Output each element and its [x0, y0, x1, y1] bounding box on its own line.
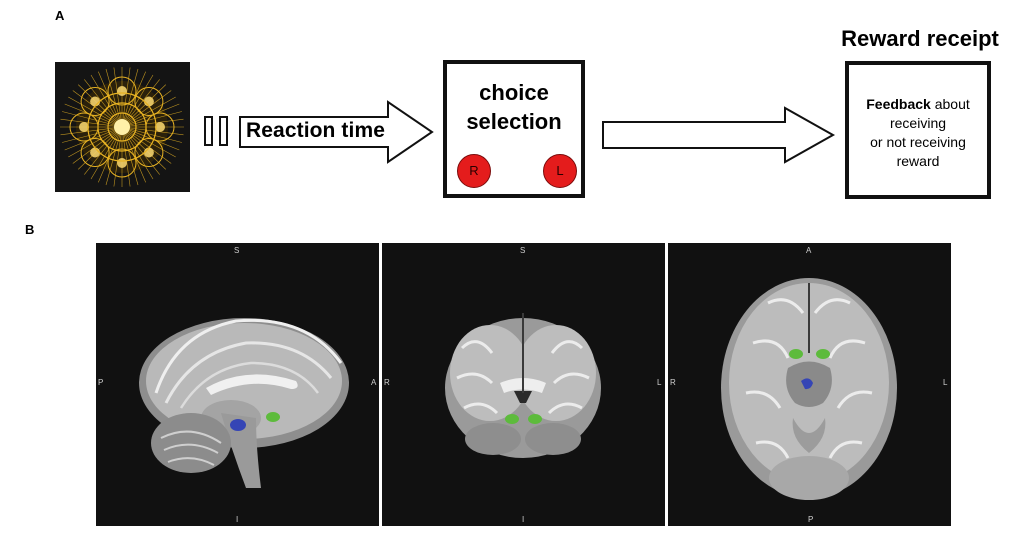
sagittal-top-label: S [234, 246, 240, 255]
reaction-time-arrow [239, 100, 434, 164]
reaction-time-label: Reaction time [246, 119, 385, 142]
choice-selection-box: choice selection R L [443, 60, 585, 198]
feedback-arrow [602, 106, 836, 164]
axial-top-label: A [806, 246, 812, 255]
rt-bar-2 [219, 116, 228, 146]
axial-right-label: L [943, 378, 948, 387]
right-response-button: R [457, 154, 491, 188]
feedback-bold: Feedback [866, 96, 931, 112]
coronal-right-label: L [657, 378, 662, 387]
axial-left-label: R [670, 378, 676, 387]
sagittal-right-label: A [371, 378, 377, 387]
reward-receipt-title: Reward receipt [841, 26, 999, 51]
sagittal-left-label: P [98, 378, 104, 387]
coronal-bottom-label: I [522, 515, 525, 524]
reaction-time-bars [204, 116, 234, 148]
panel-b-letter: B [25, 222, 35, 237]
coronal-top-label: S [520, 246, 526, 255]
feedback-text: Feedback about receiving or not receivin… [851, 95, 985, 171]
choice-title-line1: choice [479, 80, 549, 105]
feedback-rest: about [930, 96, 970, 112]
choice-title-line2: selection [466, 109, 562, 134]
rt-bar-1 [204, 116, 213, 146]
mri-sagittal-view: S I P A [96, 243, 379, 526]
sagittal-bottom-label: I [236, 515, 239, 524]
axial-bottom-label: P [808, 515, 814, 524]
left-response-button: L [543, 154, 577, 188]
coronal-brain-image [445, 313, 601, 458]
feedback-line2: receiving [889, 115, 947, 131]
sagittal-brain-image [139, 318, 349, 488]
choice-title: choice selection [447, 78, 581, 136]
coronal-left-label: R [384, 378, 390, 387]
feedback-box: Feedback about receiving or not receivin… [845, 61, 991, 199]
feedback-line4: reward [896, 153, 940, 169]
feedback-line3: or not receiving [870, 134, 966, 150]
mri-coronal-view: S I R L [382, 243, 665, 526]
stimulus-image [55, 62, 190, 192]
panel-a-letter: A [55, 8, 65, 23]
axial-brain-image [721, 278, 897, 500]
mri-axial-view: A P R L [668, 243, 951, 526]
